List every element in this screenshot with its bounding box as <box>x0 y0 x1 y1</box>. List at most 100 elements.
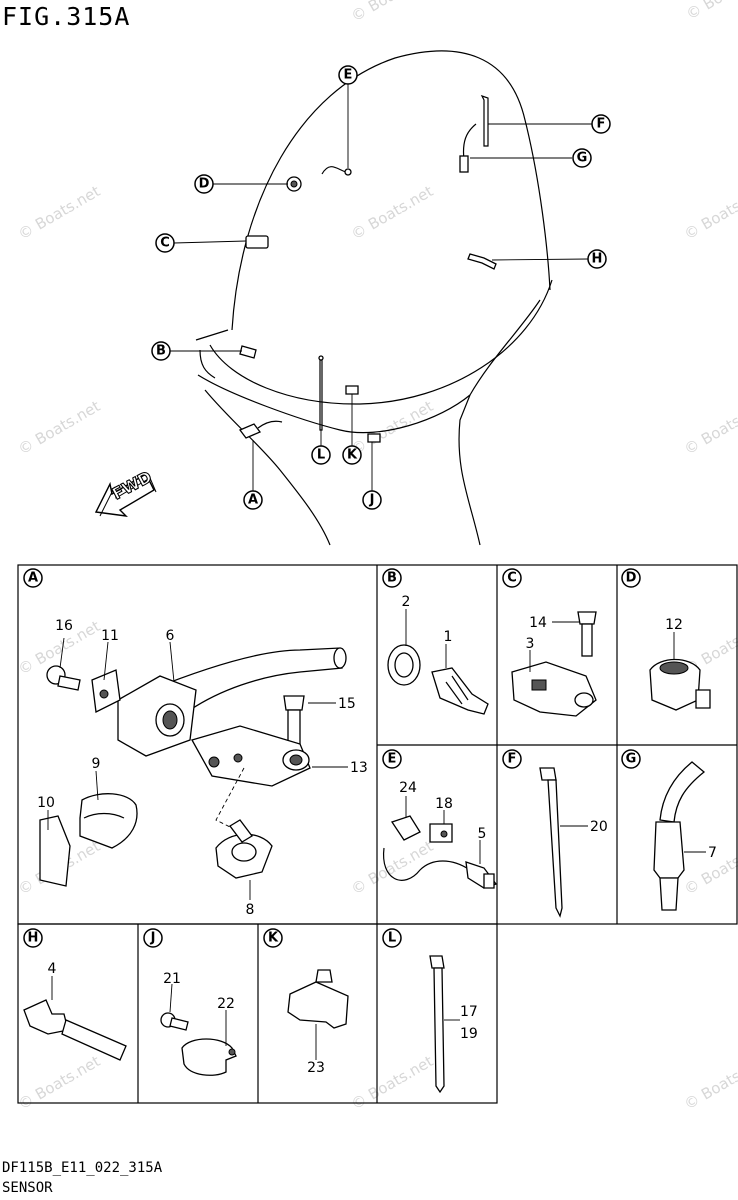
panel-c-badge: C <box>502 568 522 588</box>
watermark-5: © Boats.net <box>681 182 738 243</box>
part-number-2: 2 <box>402 594 411 610</box>
callout-h[interactable]: H <box>587 249 607 269</box>
part-number-23: 23 <box>307 1060 325 1076</box>
part-number-20: 20 <box>590 819 608 835</box>
panel-a-drawing <box>39 647 347 887</box>
overview-sensor-g <box>462 123 477 161</box>
overview-sensor-b <box>239 345 257 359</box>
svg-text:B: B <box>156 344 166 359</box>
callout-c[interactable]: C <box>155 233 175 253</box>
panel-l-badge: L <box>382 928 402 948</box>
callout-d[interactable]: D <box>194 174 214 194</box>
svg-text:J: J <box>369 493 375 508</box>
overview-sensor-h <box>467 253 497 270</box>
panel-e-badge: E <box>382 749 402 769</box>
svg-text:C: C <box>507 571 517 586</box>
part-number-13: 13 <box>350 760 368 776</box>
panel-j-leader-21 <box>169 983 173 1013</box>
figure-title: FIG.315A <box>2 2 131 31</box>
overview-bracket-c <box>245 235 269 249</box>
detail-grid <box>17 564 738 1104</box>
callout-b[interactable]: B <box>151 341 171 361</box>
overview-wire-e <box>321 166 347 175</box>
part-number-17: 17 <box>460 1004 478 1020</box>
part-number-3: 3 <box>526 636 535 652</box>
svg-text:C: C <box>160 236 170 251</box>
svg-text:K: K <box>347 448 358 463</box>
figure-name: SENSOR <box>2 1180 53 1196</box>
watermark-1: © Boats.net <box>348 0 436 25</box>
callout-f[interactable]: F <box>591 114 611 134</box>
panel-d-badge: D <box>621 568 641 588</box>
overview-tie-f <box>480 94 489 147</box>
overview-leaders <box>170 84 592 491</box>
callout-g[interactable]: G <box>572 148 592 168</box>
panel-k-badge: K <box>263 928 283 948</box>
svg-text:G: G <box>577 151 588 166</box>
overview-clamp-j <box>367 433 381 443</box>
part-number-18: 18 <box>435 796 453 812</box>
panel-b-drawing <box>387 644 489 715</box>
overview-tie-l <box>319 359 323 431</box>
part-number-1: 1 <box>444 629 453 645</box>
part-number-7: 7 <box>708 845 717 861</box>
watermark-2: © Boats.net <box>683 0 738 23</box>
panel-d-drawing <box>649 658 711 711</box>
svg-text:F: F <box>597 117 606 132</box>
panel-l-drawing <box>429 955 445 1094</box>
callout-e[interactable]: E <box>338 65 358 85</box>
watermark-14: © Boats.net <box>15 1052 103 1113</box>
panel-h-badge: H <box>23 928 43 948</box>
panel-f-badge: F <box>502 749 522 769</box>
panel-g-badge: G <box>621 749 641 769</box>
part-number-24: 24 <box>399 780 417 796</box>
panel-f-drawing <box>539 767 563 918</box>
part-number-12: 12 <box>665 617 683 633</box>
panel-k-drawing <box>287 969 349 1029</box>
svg-text:K: K <box>268 931 279 946</box>
part-number-11: 11 <box>101 628 119 644</box>
part-number-9: 9 <box>92 756 101 772</box>
panel-j-drawing <box>160 1012 237 1076</box>
part-number-4: 4 <box>48 961 57 977</box>
watermark-7: © Boats.net <box>348 397 436 458</box>
panel-a-badge: A <box>23 568 43 588</box>
panel-e-drawing <box>383 815 498 889</box>
callout-k[interactable]: K <box>342 445 362 465</box>
part-number-5: 5 <box>478 826 487 842</box>
svg-text:G: G <box>626 752 637 767</box>
watermark-8: © Boats.net <box>681 397 738 458</box>
svg-text:E: E <box>388 752 397 767</box>
svg-text:H: H <box>592 252 603 267</box>
svg-text:A: A <box>28 571 38 586</box>
panel-j-badge: J <box>143 928 163 948</box>
watermark-4: © Boats.net <box>348 182 436 243</box>
svg-text:B: B <box>387 571 397 586</box>
svg-text:A: A <box>248 493 258 508</box>
part-number-21: 21 <box>163 971 181 987</box>
panel-h-drawing <box>23 999 127 1061</box>
callout-a[interactable]: A <box>243 490 263 510</box>
part-number-19: 19 <box>460 1026 478 1042</box>
part-number-10: 10 <box>37 795 55 811</box>
watermark-16: © Boats.net <box>681 1052 738 1113</box>
engine-outline <box>195 50 553 546</box>
callout-l[interactable]: L <box>311 445 331 465</box>
panel-a-leaders <box>47 637 348 900</box>
part-number-6: 6 <box>166 628 175 644</box>
figure-code: DF115B_E11_022_315A <box>2 1160 163 1176</box>
part-number-22: 22 <box>217 996 235 1012</box>
svg-text:F: F <box>508 752 517 767</box>
part-number-14: 14 <box>529 615 547 631</box>
panel-g-drawing <box>653 761 706 911</box>
svg-text:H: H <box>28 931 39 946</box>
svg-text:J: J <box>150 931 156 946</box>
watermark-3: © Boats.net <box>15 182 103 243</box>
part-number-8: 8 <box>246 902 255 918</box>
svg-text:D: D <box>199 177 210 192</box>
panel-b-badge: B <box>382 568 402 588</box>
part-number-16: 16 <box>55 618 73 634</box>
watermark-6: © Boats.net <box>15 397 103 458</box>
callout-j[interactable]: J <box>362 490 382 510</box>
